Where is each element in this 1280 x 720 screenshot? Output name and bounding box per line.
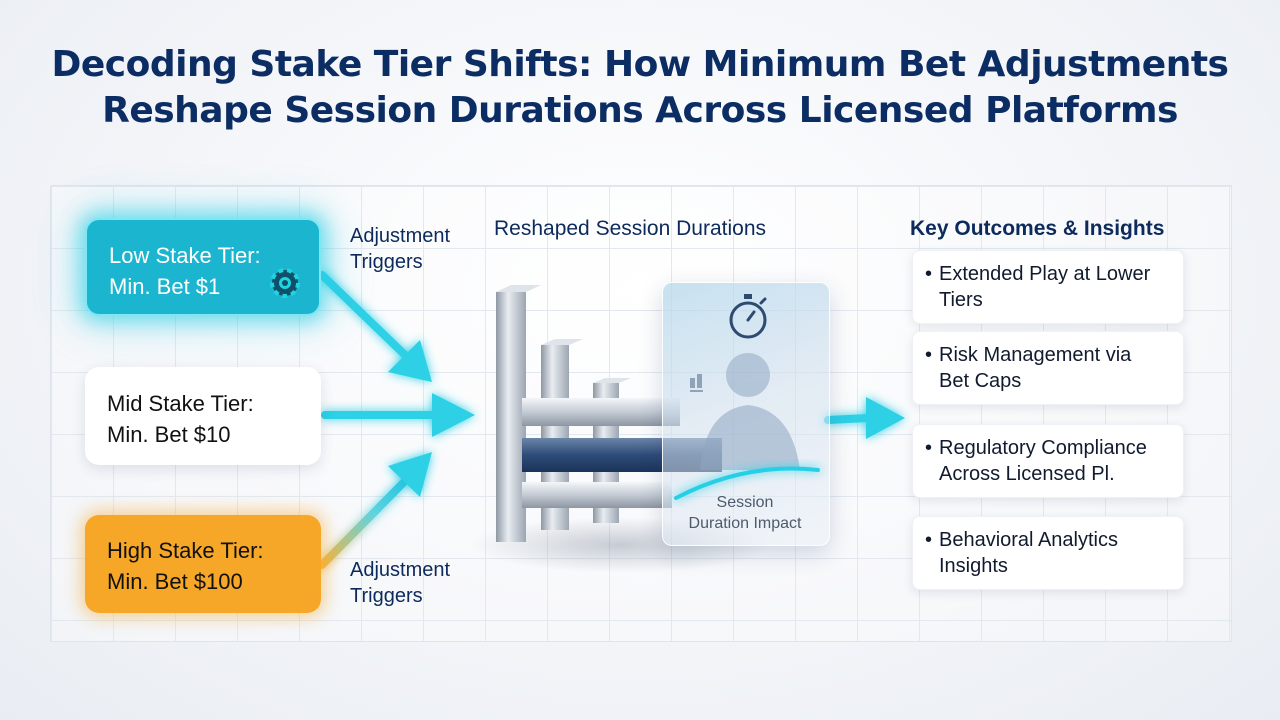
low-tier-min-bet: Min. Bet $1	[109, 274, 221, 299]
outcome-line-2: Insights	[939, 555, 1008, 577]
low-tier-name: Low Stake Tier:	[109, 243, 261, 268]
casino-chip-icon	[270, 268, 300, 298]
low-stake-tier-box: Low Stake Tier: Min. Bet $1	[85, 218, 321, 316]
outcome-card: • Risk Management via Bet Caps	[912, 331, 1184, 405]
panel-caption-line-1: Session	[716, 494, 774, 511]
outcome-line-1: Risk Management via	[939, 344, 1132, 366]
panel-caption-line-2: Duration Impact	[688, 515, 802, 532]
trigger-bottom-line-2: Triggers	[350, 585, 423, 607]
key-outcomes-heading: Key Outcomes & Insights	[910, 217, 1165, 240]
bullet: •	[925, 344, 933, 366]
adjustment-triggers-label-top: Adjustment Triggers	[350, 223, 450, 275]
slab-top	[522, 398, 680, 426]
stopwatch-icon	[729, 294, 767, 339]
outcome-line-2: Bet Caps	[939, 370, 1022, 392]
arrow-low-to-center	[318, 271, 432, 382]
adjustment-triggers-label-bottom: Adjustment Triggers	[350, 557, 450, 609]
mid-tier-name: Mid Stake Tier:	[107, 391, 254, 416]
arrow-high-to-center	[318, 452, 432, 569]
title-line-1: Decoding Stake Tier Shifts: How Minimum …	[51, 44, 1230, 85]
reshaped-session-durations-heading: Reshaped Session Durations	[494, 217, 766, 240]
outcome-line-1: Behavioral Analytics	[939, 529, 1118, 551]
arrow-to-outcomes	[824, 397, 905, 439]
mid-stake-tier-box: Mid Stake Tier: Min. Bet $10	[85, 367, 321, 465]
slab-bottom	[522, 482, 672, 508]
mid-tier-min-bet: Min. Bet $10	[107, 422, 231, 447]
outcome-line-2: Tiers	[939, 289, 983, 311]
user-silhouette-icon	[700, 353, 800, 470]
high-stake-tier-box: High Stake Tier: Min. Bet $100	[85, 515, 321, 613]
bullet: •	[925, 437, 933, 459]
trigger-top-line-2: Triggers	[350, 251, 423, 273]
bullet: •	[925, 263, 933, 285]
title-line-2: Reshape Session Durations Across License…	[102, 90, 1178, 131]
outcome-line-2: Across Licensed Pl.	[939, 463, 1115, 485]
page-title: Decoding Stake Tier Shifts: How Minimum …	[0, 42, 1280, 134]
outcome-card: • Extended Play at Lower Tiers	[912, 250, 1184, 324]
panel-caption: Session Duration Impact	[662, 492, 828, 534]
duration-curve	[674, 466, 820, 500]
outcome-card: • Regulatory Compliance Across Licensed …	[912, 424, 1184, 498]
bullet: •	[925, 529, 933, 551]
outcome-card: • Behavioral Analytics Insights	[912, 516, 1184, 590]
trigger-bottom-line-1: Adjustment	[350, 559, 451, 581]
high-tier-min-bet: Min. Bet $100	[107, 569, 243, 594]
bar-tall	[496, 292, 526, 542]
outcome-line-1: Regulatory Compliance	[939, 437, 1147, 459]
outcome-line-1: Extended Play at Lower	[939, 263, 1151, 285]
bar-chart-icon	[690, 374, 703, 392]
arrow-mid-to-center	[321, 393, 475, 437]
high-tier-name: High Stake Tier:	[107, 538, 264, 563]
trigger-top-line-1: Adjustment	[350, 225, 451, 247]
